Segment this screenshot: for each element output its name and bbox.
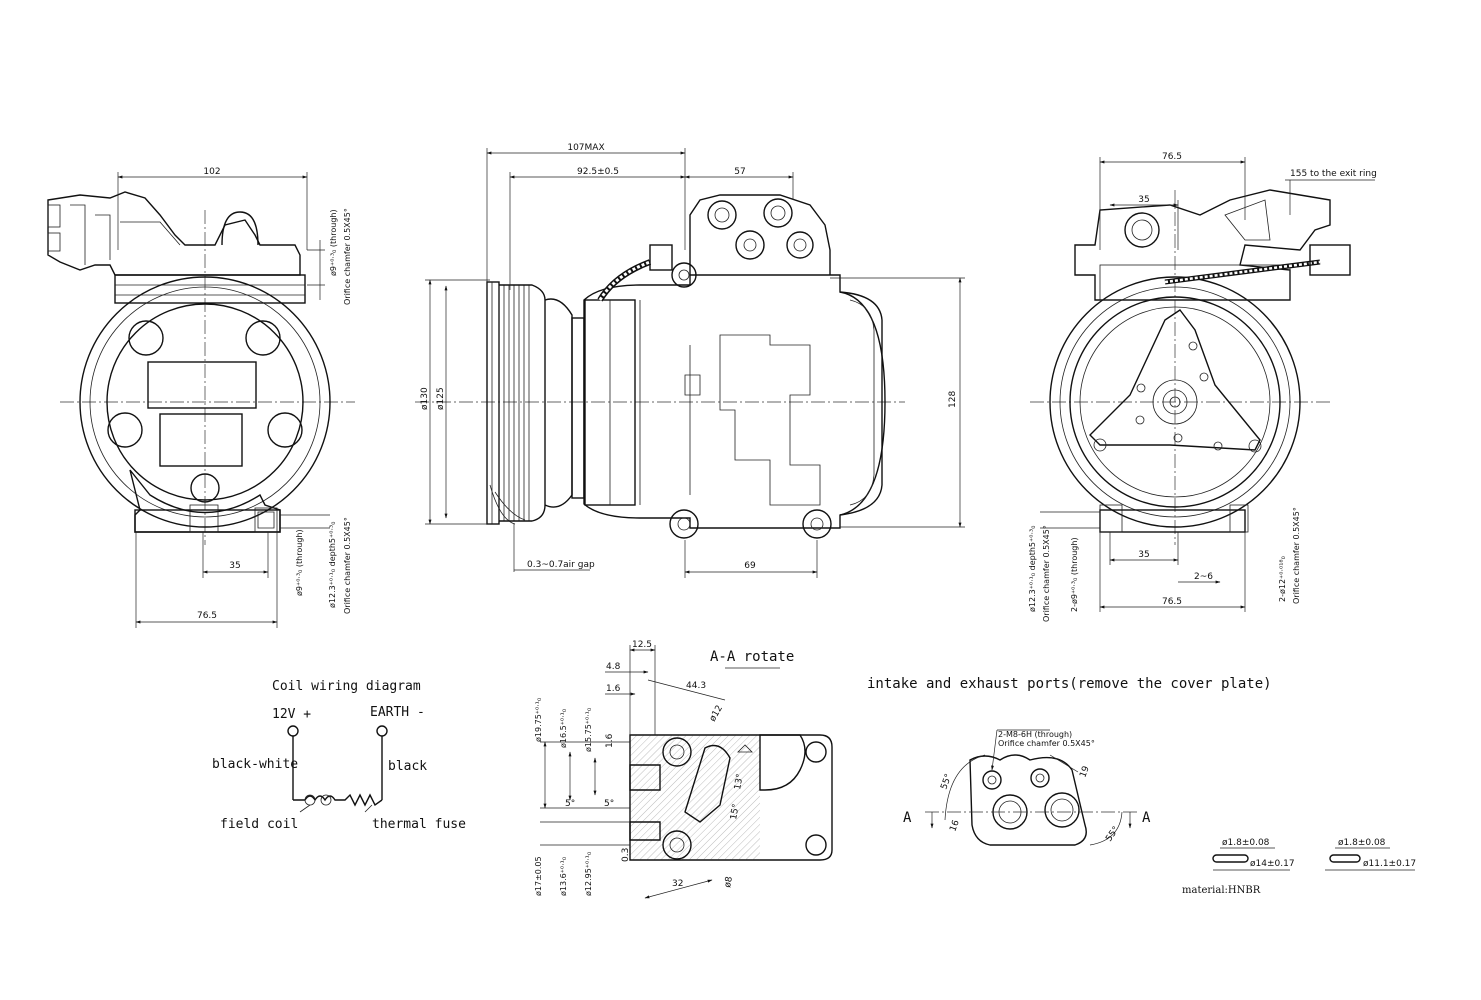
oring1-inner-diameter: ø14±0.17 bbox=[1250, 859, 1295, 869]
dim-d12: ø12 bbox=[708, 704, 725, 724]
dim-left-bolt-hole: ø9⁺⁰·³₀ (through) bbox=[329, 209, 338, 276]
dim-102: 102 bbox=[203, 167, 220, 177]
dim-d16-5: ø16.5⁺⁰·¹₀ bbox=[559, 709, 568, 748]
dim-4-8: 4.8 bbox=[606, 662, 621, 672]
dim-35-bottom: 35 bbox=[1138, 550, 1149, 560]
dim-12-5: 12.5 bbox=[632, 640, 652, 650]
dim-35-left: 35 bbox=[229, 561, 240, 571]
dim-0-3: 0.3 bbox=[621, 848, 631, 862]
dim-44-3: 44.3 bbox=[686, 681, 706, 691]
rear-view bbox=[1030, 189, 1351, 545]
material-note: material:HNBR bbox=[1182, 885, 1261, 896]
dim-15deg: 15° bbox=[729, 803, 742, 820]
dim-765-bottom: 76.5 bbox=[1162, 597, 1182, 607]
dim-32: 32 bbox=[672, 879, 683, 889]
dim-107max: 107MAX bbox=[567, 143, 604, 153]
dim-5deg-a: 5° bbox=[565, 799, 575, 809]
angle-55-right: 55° bbox=[1104, 825, 1121, 844]
dim-69: 69 bbox=[744, 561, 756, 571]
oring1-cross-section: ø1.8±0.08 bbox=[1222, 838, 1270, 848]
dim-d15-75: ø15.75⁺⁰·¹₀ bbox=[584, 708, 593, 752]
oring2-inner-diameter: ø11.1±0.17 bbox=[1363, 859, 1416, 869]
dim-128: 128 bbox=[948, 391, 958, 408]
dim-2-6: 2~6 bbox=[1194, 572, 1213, 582]
dim-left-hole-b: ø12.3⁺⁰·¹₀ depth5⁺⁰·³₀ bbox=[328, 522, 337, 608]
dim-d125: ø125 bbox=[436, 387, 446, 410]
ports-title: intake and exhaust ports(remove the cove… bbox=[867, 676, 1272, 692]
dim-19-ports: 19 bbox=[1078, 765, 1091, 779]
section-a-a: A-A rotate 12.5 4.8 1.6 44.3 ø19.75⁺⁰·¹₀… bbox=[534, 640, 833, 899]
dim-5deg-b: 5° bbox=[604, 799, 614, 809]
dim-left-chamfer: Orifice chamfer 0.5X45° bbox=[343, 208, 352, 305]
dim-d8: ø8 bbox=[723, 875, 735, 888]
dim-1-6-top: 1.6 bbox=[606, 684, 621, 694]
section-mark-a-left: A bbox=[903, 810, 912, 826]
dim-d130: ø130 bbox=[420, 387, 430, 410]
side-view bbox=[415, 194, 905, 539]
dim-35-top: 35 bbox=[1138, 195, 1149, 205]
coil-12v: 12V + bbox=[272, 707, 311, 722]
angle-55-left: 55° bbox=[939, 773, 954, 791]
dim-57: 57 bbox=[734, 167, 745, 177]
front-view-left bbox=[47, 191, 355, 545]
dim-d12-95: ø12.95⁺⁰·¹₀ bbox=[584, 852, 593, 896]
wire-black-white: black-white bbox=[212, 757, 298, 772]
dim-925: 92.5±0.5 bbox=[577, 167, 619, 177]
dim-left-hole-a: ø9⁺⁰·³₀ (through) bbox=[295, 529, 304, 596]
dim-13deg: 13° bbox=[733, 773, 746, 790]
dim-d19-75: ø19.75⁺⁰·¹₀ bbox=[534, 698, 543, 742]
dim-right-hole-a: ø12.3⁺⁰·¹₀ depth5⁺⁰·³₀ bbox=[1028, 526, 1037, 612]
dim-air-gap: 0.3~0.7air gap bbox=[527, 560, 595, 570]
section-mark-a-right: A bbox=[1142, 810, 1151, 826]
o-rings: ø1.8±0.08 ø14±0.17 ø1.8±0.08 ø11.1±0.17 … bbox=[1182, 838, 1416, 896]
coil-earth: EARTH - bbox=[370, 705, 425, 720]
dim-d17: ø17±0.05 bbox=[534, 856, 543, 896]
dim-16-ports: 16 bbox=[948, 819, 961, 833]
section-title: A-A rotate bbox=[710, 649, 794, 665]
dim-1-6-side: 1.6 bbox=[605, 733, 615, 748]
dim-right-hole-b: 2-ø9⁺⁰·³₀ (through) bbox=[1070, 537, 1079, 612]
oring2-cross-section: ø1.8±0.08 bbox=[1338, 838, 1386, 848]
front-left-dimensions: 102 ø9⁺⁰·³₀ (through) Orifice chamfer 0.… bbox=[117, 167, 352, 628]
dim-d13-6: ø13.6⁺⁰·¹₀ bbox=[559, 857, 568, 896]
dim-right-chamfer-c: Orifice chamfer 0.5X45° bbox=[1292, 507, 1301, 604]
coil-wiring-diagram: Coil wiring diagram 12V + EARTH - black-… bbox=[212, 679, 466, 832]
label-thermal-fuse: thermal fuse bbox=[372, 817, 466, 832]
ports-chamfer: Orifice chamfer 0.5X45° bbox=[998, 739, 1095, 748]
label-field-coil: field coil bbox=[220, 817, 298, 832]
dim-right-chamfer-a: Orifice chamfer 0.5X45° bbox=[1042, 525, 1051, 622]
dim-left-chamfer-b: Orifice chamfer 0.5X45° bbox=[343, 517, 352, 614]
side-dimensions: 107MAX 92.5±0.5 57 ø130 ø125 128 0.3~0.7… bbox=[420, 143, 965, 578]
rear-dimensions: 76.5 35 155 to the exit ring 35 2~6 76.5… bbox=[1028, 152, 1377, 622]
ports-thread: 2-M8-6H (through) bbox=[998, 730, 1072, 739]
dim-76-left: 76.5 bbox=[197, 611, 217, 621]
coil-title: Coil wiring diagram bbox=[272, 679, 421, 694]
dim-right-hole-c: 2-ø12⁺⁰·⁰¹⁸₀ bbox=[1278, 556, 1287, 602]
ports-view: intake and exhaust ports(remove the cove… bbox=[867, 676, 1272, 846]
dim-765-top: 76.5 bbox=[1162, 152, 1182, 162]
dim-155-exit: 155 to the exit ring bbox=[1290, 169, 1377, 179]
wire-black: black bbox=[388, 759, 427, 774]
